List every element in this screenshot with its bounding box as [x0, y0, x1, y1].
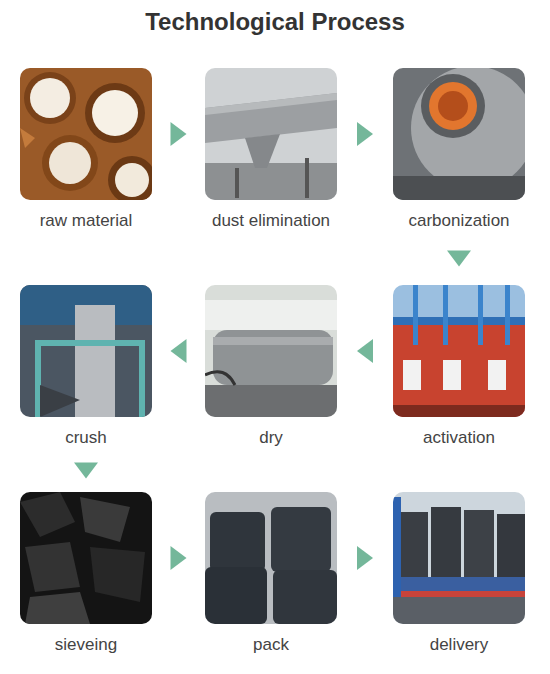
step-caption: carbonization [393, 210, 525, 232]
process-step: pack [205, 492, 337, 656]
flow-arrow [357, 339, 373, 363]
step-photo [393, 285, 525, 417]
flow-arrow [171, 546, 187, 570]
photo-illustration [20, 492, 152, 624]
photo-illustration [393, 68, 525, 200]
diagram-title: Technological Process [0, 8, 550, 36]
step-caption: dry [205, 427, 337, 449]
arrow-head [357, 546, 373, 570]
step-caption: activation [393, 427, 525, 449]
step-photo [20, 492, 152, 624]
step-photo [205, 285, 337, 417]
process-step: raw material [20, 68, 152, 232]
flow-arrow [171, 122, 187, 146]
step-caption: crush [20, 427, 152, 449]
step-caption: pack [205, 634, 337, 656]
flow-arrow [357, 122, 373, 146]
arrow-head [171, 339, 187, 363]
arrow-head [447, 251, 471, 267]
step-photo [20, 68, 152, 200]
step-caption: sieveing [20, 634, 152, 656]
photo-illustration [20, 68, 152, 200]
process-step: dry [205, 285, 337, 449]
flow-arrow [171, 339, 187, 363]
flow-arrow [357, 546, 373, 570]
arrow-head [357, 339, 373, 363]
process-step: activation [393, 285, 525, 449]
step-caption: delivery [393, 634, 525, 656]
arrow-head [171, 546, 187, 570]
step-photo [205, 492, 337, 624]
step-photo [393, 492, 525, 624]
photo-illustration [205, 285, 337, 417]
process-step: delivery [393, 492, 525, 656]
flow-arrow [74, 463, 98, 479]
step-photo [20, 285, 152, 417]
step-photo [205, 68, 337, 200]
arrow-head [171, 122, 187, 146]
arrow-head [74, 463, 98, 479]
photo-illustration [393, 492, 525, 624]
process-step: carbonization [393, 68, 525, 232]
photo-illustration [20, 285, 152, 417]
process-step: dust elimination [205, 68, 337, 232]
step-caption: dust elimination [205, 210, 337, 232]
photo-illustration [205, 68, 337, 200]
photo-illustration [205, 492, 337, 624]
process-step: sieveing [20, 492, 152, 656]
flow-arrow [447, 251, 471, 267]
photo-illustration [393, 285, 525, 417]
process-step: crush [20, 285, 152, 449]
step-photo [393, 68, 525, 200]
arrow-head [357, 122, 373, 146]
step-caption: raw material [20, 210, 152, 232]
